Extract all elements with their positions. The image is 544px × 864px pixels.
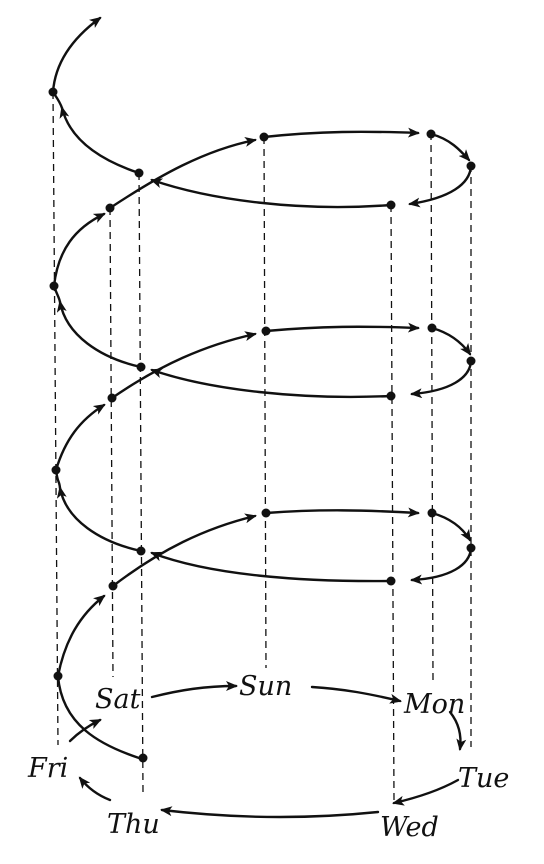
helix-segment [51, 16, 102, 94]
point [53, 671, 63, 681]
cycle-arrow-thu-fri [78, 776, 112, 802]
point [107, 393, 117, 403]
helix-segment [150, 551, 393, 583]
helix-segment [59, 106, 141, 175]
point [134, 168, 144, 178]
helix-segment [430, 511, 472, 542]
point [51, 465, 61, 475]
helix-segment [56, 594, 106, 678]
point [136, 362, 146, 372]
point [466, 161, 476, 171]
point [466, 543, 476, 553]
helix-segment [56, 300, 143, 369]
helix-segment [56, 486, 143, 553]
helix-segment [150, 178, 393, 209]
point [386, 200, 396, 210]
point [426, 129, 436, 139]
cycle-arrow-mon-tue [448, 710, 467, 751]
label-sun: Sun [239, 671, 292, 702]
point [136, 546, 146, 556]
point [49, 281, 59, 291]
helix-segment [262, 127, 420, 139]
point [261, 326, 271, 336]
cycle-arrow-sun-mon [310, 685, 402, 704]
point [138, 753, 148, 763]
label-fri: Fri [27, 753, 68, 784]
cycle-arrow-fri-sat [68, 718, 102, 743]
helix-segment [52, 212, 106, 288]
point [259, 132, 269, 142]
label-mon: Mon [403, 689, 465, 720]
day-labels: Sat Sun Mon Tue Wed Thu Fri [27, 671, 509, 843]
point [386, 576, 396, 586]
helix-segment [429, 132, 471, 162]
helix-segment [111, 513, 257, 588]
helix-points [48, 87, 476, 763]
guide-wed [390, 204, 395, 801]
cycle-arrow-wed-thu [160, 806, 380, 819]
label-thu: Thu [107, 809, 160, 840]
helix-segment [264, 507, 420, 518]
point [427, 323, 437, 333]
helix-segment [430, 326, 472, 356]
helix-segment [410, 546, 473, 585]
helix-segment [150, 368, 393, 399]
point [386, 391, 396, 401]
guide-fri [52, 91, 59, 746]
cycle-arrow-tue-wed [392, 778, 460, 806]
label-tue: Tue [458, 763, 509, 794]
label-sat: Sat [95, 684, 141, 715]
point [427, 508, 437, 518]
guide-sat [109, 207, 114, 678]
helix-segment [410, 359, 473, 399]
point [261, 508, 271, 518]
cycle-arrow-sat-sun [150, 681, 238, 699]
point [48, 87, 58, 97]
point [105, 203, 115, 213]
point [108, 581, 118, 591]
helix-segment [56, 674, 141, 760]
guide-sun [263, 136, 267, 669]
weekday-cycle [68, 681, 467, 819]
helix-spiral [51, 16, 473, 760]
guide-mon [430, 132, 434, 681]
helix-segment [110, 331, 257, 400]
point [466, 356, 476, 366]
helix-segment [408, 164, 473, 208]
helix-segment [108, 137, 257, 210]
helix-segment [54, 403, 106, 472]
helix-segment [264, 322, 420, 333]
label-wed: Wed [380, 812, 439, 843]
